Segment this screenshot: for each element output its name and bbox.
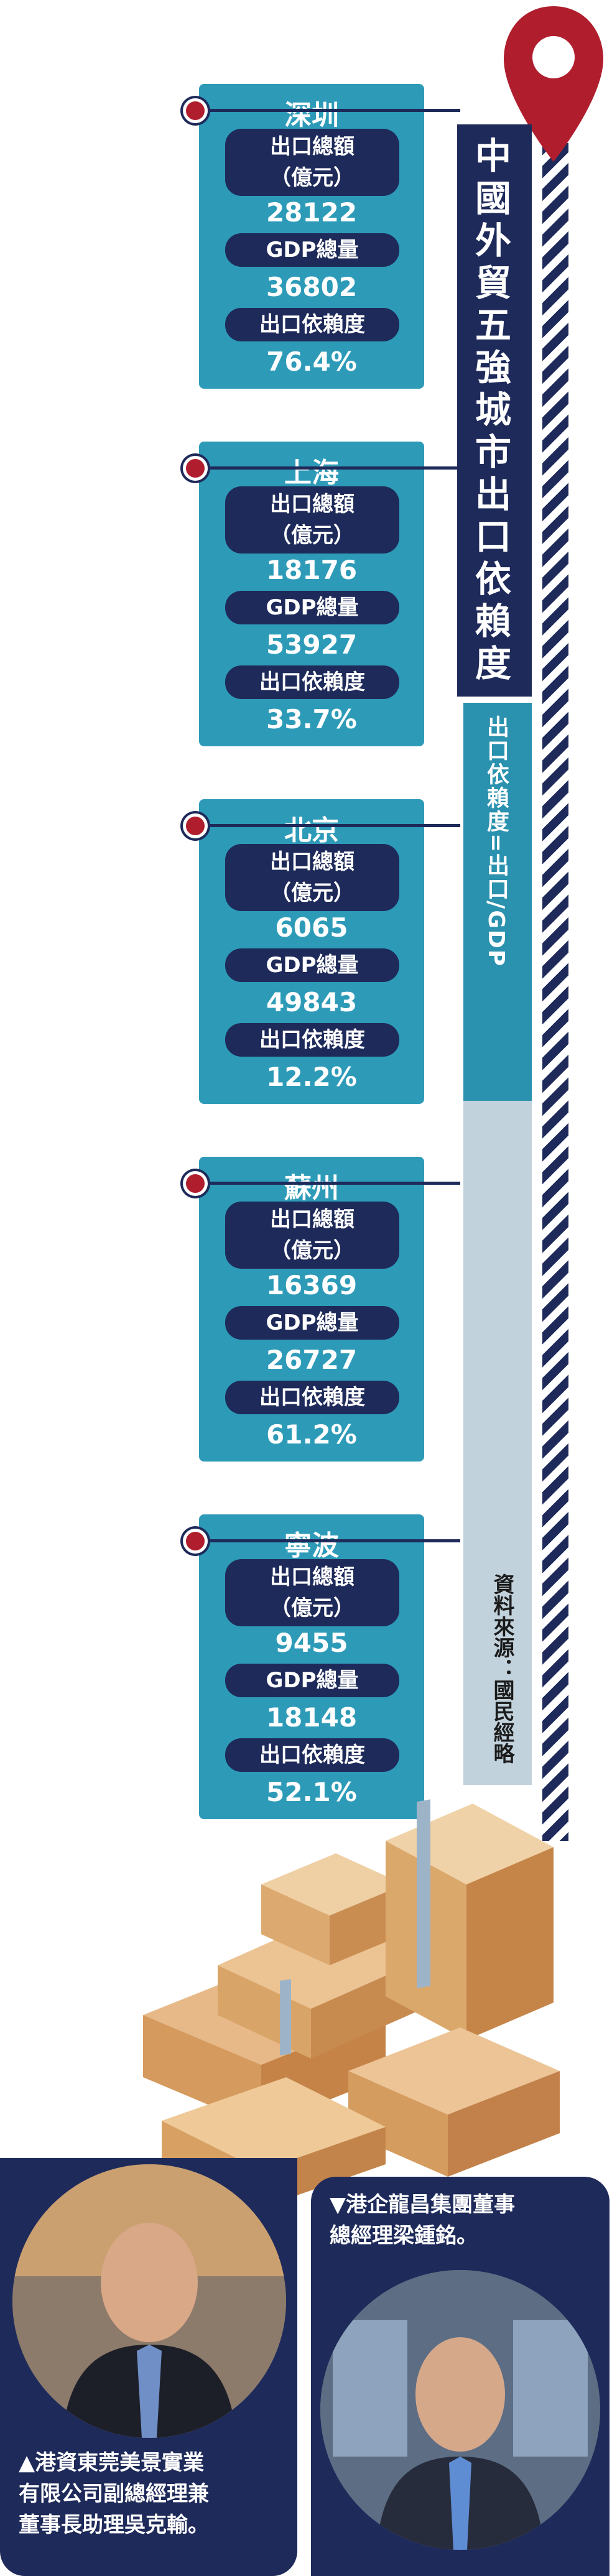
export-label-line-1: 出口總額 [270,134,355,159]
gdp-label: GDP總量 [225,591,399,624]
chart-title: 中國外貿五強城市出口依賴度 [469,137,511,687]
marker-dot [183,98,208,123]
source-note: 資料來源：國民經略 [489,1573,514,1764]
gdp-label: GDP總量 [225,1306,399,1340]
dependency-label: 出口依賴度 [225,665,399,699]
export-label-line-1: 出口總額 [270,492,355,517]
export-label: 出口總額 （億元） [225,844,399,911]
export-label-line-2: （億元） [270,165,355,190]
caption-left: ▲港資東莞美景實業 有限公司副總經理兼 董事長助理吳克輸。 [19,2447,286,2541]
export-label: 出口總額 （億元） [225,129,399,196]
shade-bar [463,1101,532,1785]
caption-right-line-1: ▼港企龍昌集團董事 [330,2192,516,2217]
export-label-line-1: 出口總額 [270,1565,355,1590]
export-value: 6065 [275,912,348,943]
export-value: 28122 [266,197,358,228]
caption-left-line-2: 有限公司副總經理兼 [19,2481,209,2506]
export-label-line-2: （億元） [270,881,355,906]
dependency-value: 12.2% [266,1062,357,1092]
map-pin-icon [504,6,603,162]
formula-note: 出口依賴度=出口/GDP [483,715,509,968]
connector-line [193,466,460,470]
gdp-label: GDP總量 [225,1664,399,1697]
export-label: 出口總額 （億元） [225,486,399,554]
dependency-label: 出口依賴度 [225,1381,399,1414]
connector-line [193,1539,460,1542]
cargo-boxes-illustration [143,1799,560,2208]
export-value: 9455 [275,1628,348,1658]
city-name: 蘇州 [284,1172,339,1204]
formula-bar: 出口依賴度=出口/GDP [463,703,532,1151]
dependency-value: 33.7% [266,704,357,734]
dependency-value: 76.4% [266,346,357,377]
caption-left-line-1: ▲港資東莞美景實業 [19,2450,205,2475]
dependency-label: 出口依賴度 [225,308,399,341]
export-label: 出口總額 （億元） [225,1202,399,1269]
portrait-photo-right [320,2270,600,2550]
marker-dot [183,456,208,481]
gdp-value: 18148 [266,1702,358,1733]
gdp-value: 26727 [266,1345,358,1375]
caption-right-line-2: 總經理梁鍾銘。 [330,2223,478,2248]
city-name: 寧波 [284,1530,339,1562]
dependency-label: 出口依賴度 [225,1738,399,1772]
gdp-label: GDP總量 [225,948,399,982]
city-name: 深圳 [284,100,339,131]
connector-line [193,824,460,827]
export-label-line-2: （億元） [270,523,355,548]
export-value: 16369 [266,1270,358,1300]
export-value: 18176 [266,555,358,585]
marker-dot [183,1529,208,1554]
export-label-line-1: 出口總額 [270,850,355,874]
caption-right: ▼港企龍昌集團董事 總經理梁鍾銘。 [330,2189,597,2251]
export-label: 出口總額 （億元） [225,1559,399,1626]
gdp-value: 36802 [266,272,358,302]
caption-left-line-3: 董事長助理吳克輸。 [19,2513,209,2537]
gdp-label: GDP總量 [225,233,399,267]
export-label-line-2: （億元） [270,1596,355,1621]
connector-line [193,109,460,112]
dependency-value: 61.2% [266,1419,357,1450]
connector-line [193,1182,460,1185]
marker-dot [183,813,208,838]
portrait-photo-left [12,2164,286,2438]
dependency-value: 52.1% [266,1777,357,1807]
city-name: 北京 [284,815,339,846]
striped-timeline-bar [542,143,568,1841]
gdp-value: 53927 [266,629,358,660]
gdp-value: 49843 [266,987,358,1017]
dependency-label: 出口依賴度 [225,1023,399,1057]
export-label-line-1: 出口總額 [270,1207,355,1232]
title-bar: 中國外貿五強城市出口依賴度 [457,124,532,697]
city-name: 上海 [284,457,339,489]
marker-dot [183,1171,208,1196]
export-label-line-2: （億元） [270,1238,355,1263]
